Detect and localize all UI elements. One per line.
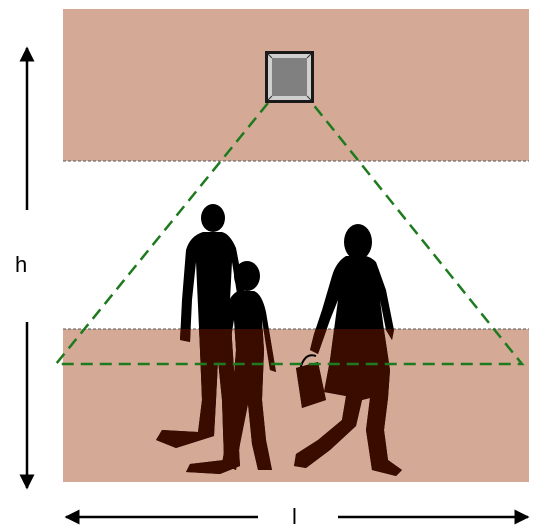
length-label: l	[292, 504, 297, 525]
height-label: h	[15, 252, 27, 277]
length-dimension: l	[64, 504, 530, 525]
height-dimension: h	[15, 46, 35, 490]
ceiling-sensor-icon	[265, 51, 314, 103]
field-of-view-triangle	[53, 102, 525, 366]
